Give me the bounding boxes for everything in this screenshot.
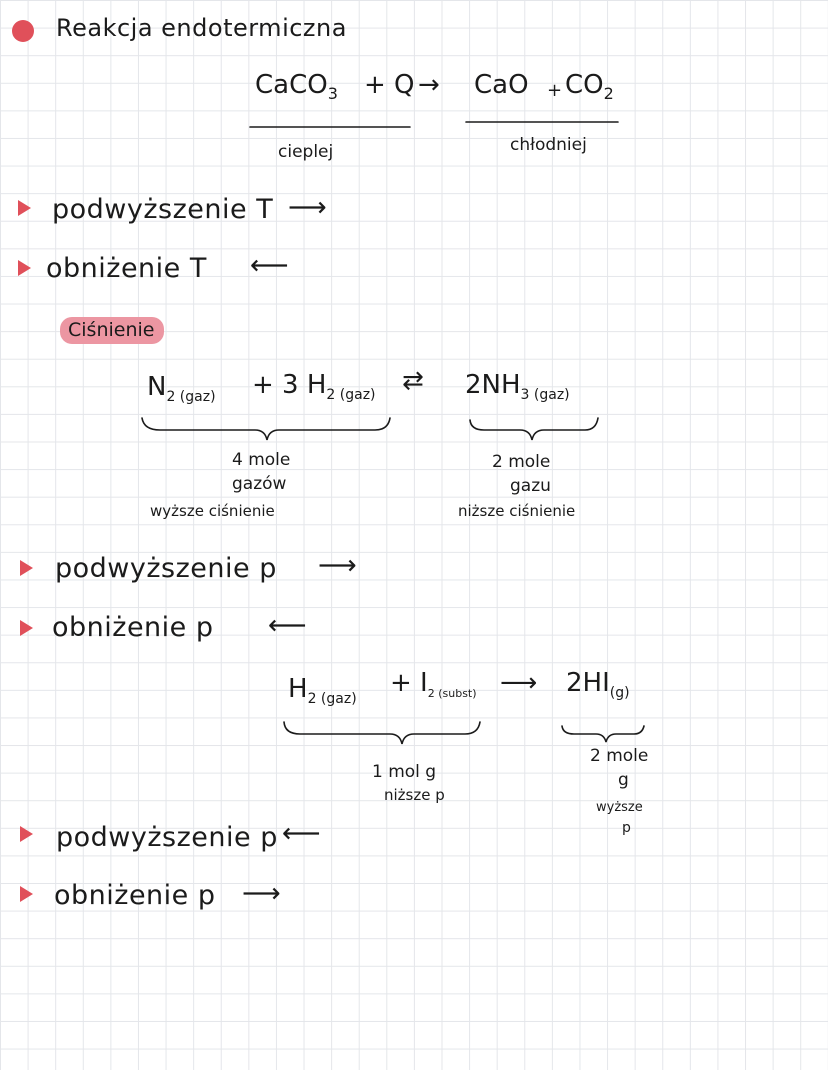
bullet-arrow: ⟵ (268, 610, 308, 641)
bullet-arrow: ⟶ (288, 192, 328, 223)
bullet-marker (18, 260, 31, 276)
reaction1-left-note: cieplej (278, 142, 334, 162)
reaction3-right-pressure: p (622, 820, 631, 836)
bullet-marker (18, 200, 31, 216)
reaction2-reactant2: + 3 H2 (gaz) (252, 370, 376, 404)
bullet-marker (20, 826, 33, 842)
bullet-marker (20, 886, 33, 902)
bullet-label: obniżenie T (46, 253, 207, 284)
bullet-arrow: ⟶ (242, 878, 282, 909)
bullet-label: podwyższenie p (56, 822, 278, 853)
reaction3-right-moles: 2 mole (590, 746, 649, 766)
reaction1-product1: CaO (474, 70, 529, 100)
reaction3-right-higher: wyższe (596, 800, 643, 815)
reaction2-equilibrium-arrow: ⇄ (402, 366, 424, 396)
reaction2-right-pressure: niższe ciśnienie (458, 502, 576, 520)
bullet-arrow: ⟵ (250, 250, 290, 281)
reaction1-product2: CO2 (565, 70, 614, 104)
page-title: Reakcja endotermiczna (56, 14, 347, 42)
reaction2-left-pressure: wyższe ciśnienie (150, 502, 275, 520)
reaction3-right-gas: g (618, 770, 629, 790)
reaction2-right-brace (469, 417, 599, 441)
reaction1-arrow: → (418, 70, 440, 100)
reaction1-heat: + Q (364, 70, 415, 100)
bullet-label: obniżenie p (54, 880, 216, 911)
reaction3-arrow: ⟶ (500, 668, 538, 698)
reaction1-reactant1: CaCO3 (255, 70, 338, 104)
reaction2-right-moles: 2 mole (492, 452, 551, 472)
bullet-marker (20, 620, 33, 636)
reaction3-left-moles: 1 mol g (372, 762, 437, 782)
bullet-arrow: ⟵ (282, 818, 322, 849)
reaction1-right-note: chłodniej (510, 135, 587, 155)
reaction3-left-brace (283, 721, 481, 745)
reaction2-reactant1: N2 (gaz) (147, 372, 216, 406)
bullet-label: podwyższenie p (55, 553, 277, 584)
reaction2-left-brace (141, 417, 391, 441)
bullet-arrow: ⟶ (318, 550, 358, 581)
reaction3-reactant1: H2 (gaz) (288, 674, 357, 708)
section-heading-pressure: Ciśnienie (60, 317, 165, 344)
reaction2-product: 2NH3 (gaz) (465, 370, 570, 404)
reaction2-left-gas: gazów (232, 474, 287, 494)
reaction2-left-moles: 4 mole (232, 450, 291, 470)
reaction3-product: 2HI(g) (566, 668, 630, 702)
bullet-label: obniżenie p (52, 612, 214, 643)
reaction3-reactant2: + I2 (subst) (390, 668, 477, 701)
reaction2-right-gas: gazu (510, 476, 551, 496)
bullet-marker (20, 560, 33, 576)
reaction1-plus: + (547, 80, 563, 101)
section-marker (12, 20, 34, 42)
reaction3-right-brace (561, 725, 645, 743)
reaction3-left-pressure: niższe p (384, 786, 445, 804)
bullet-label: podwyższenie T (52, 194, 274, 225)
